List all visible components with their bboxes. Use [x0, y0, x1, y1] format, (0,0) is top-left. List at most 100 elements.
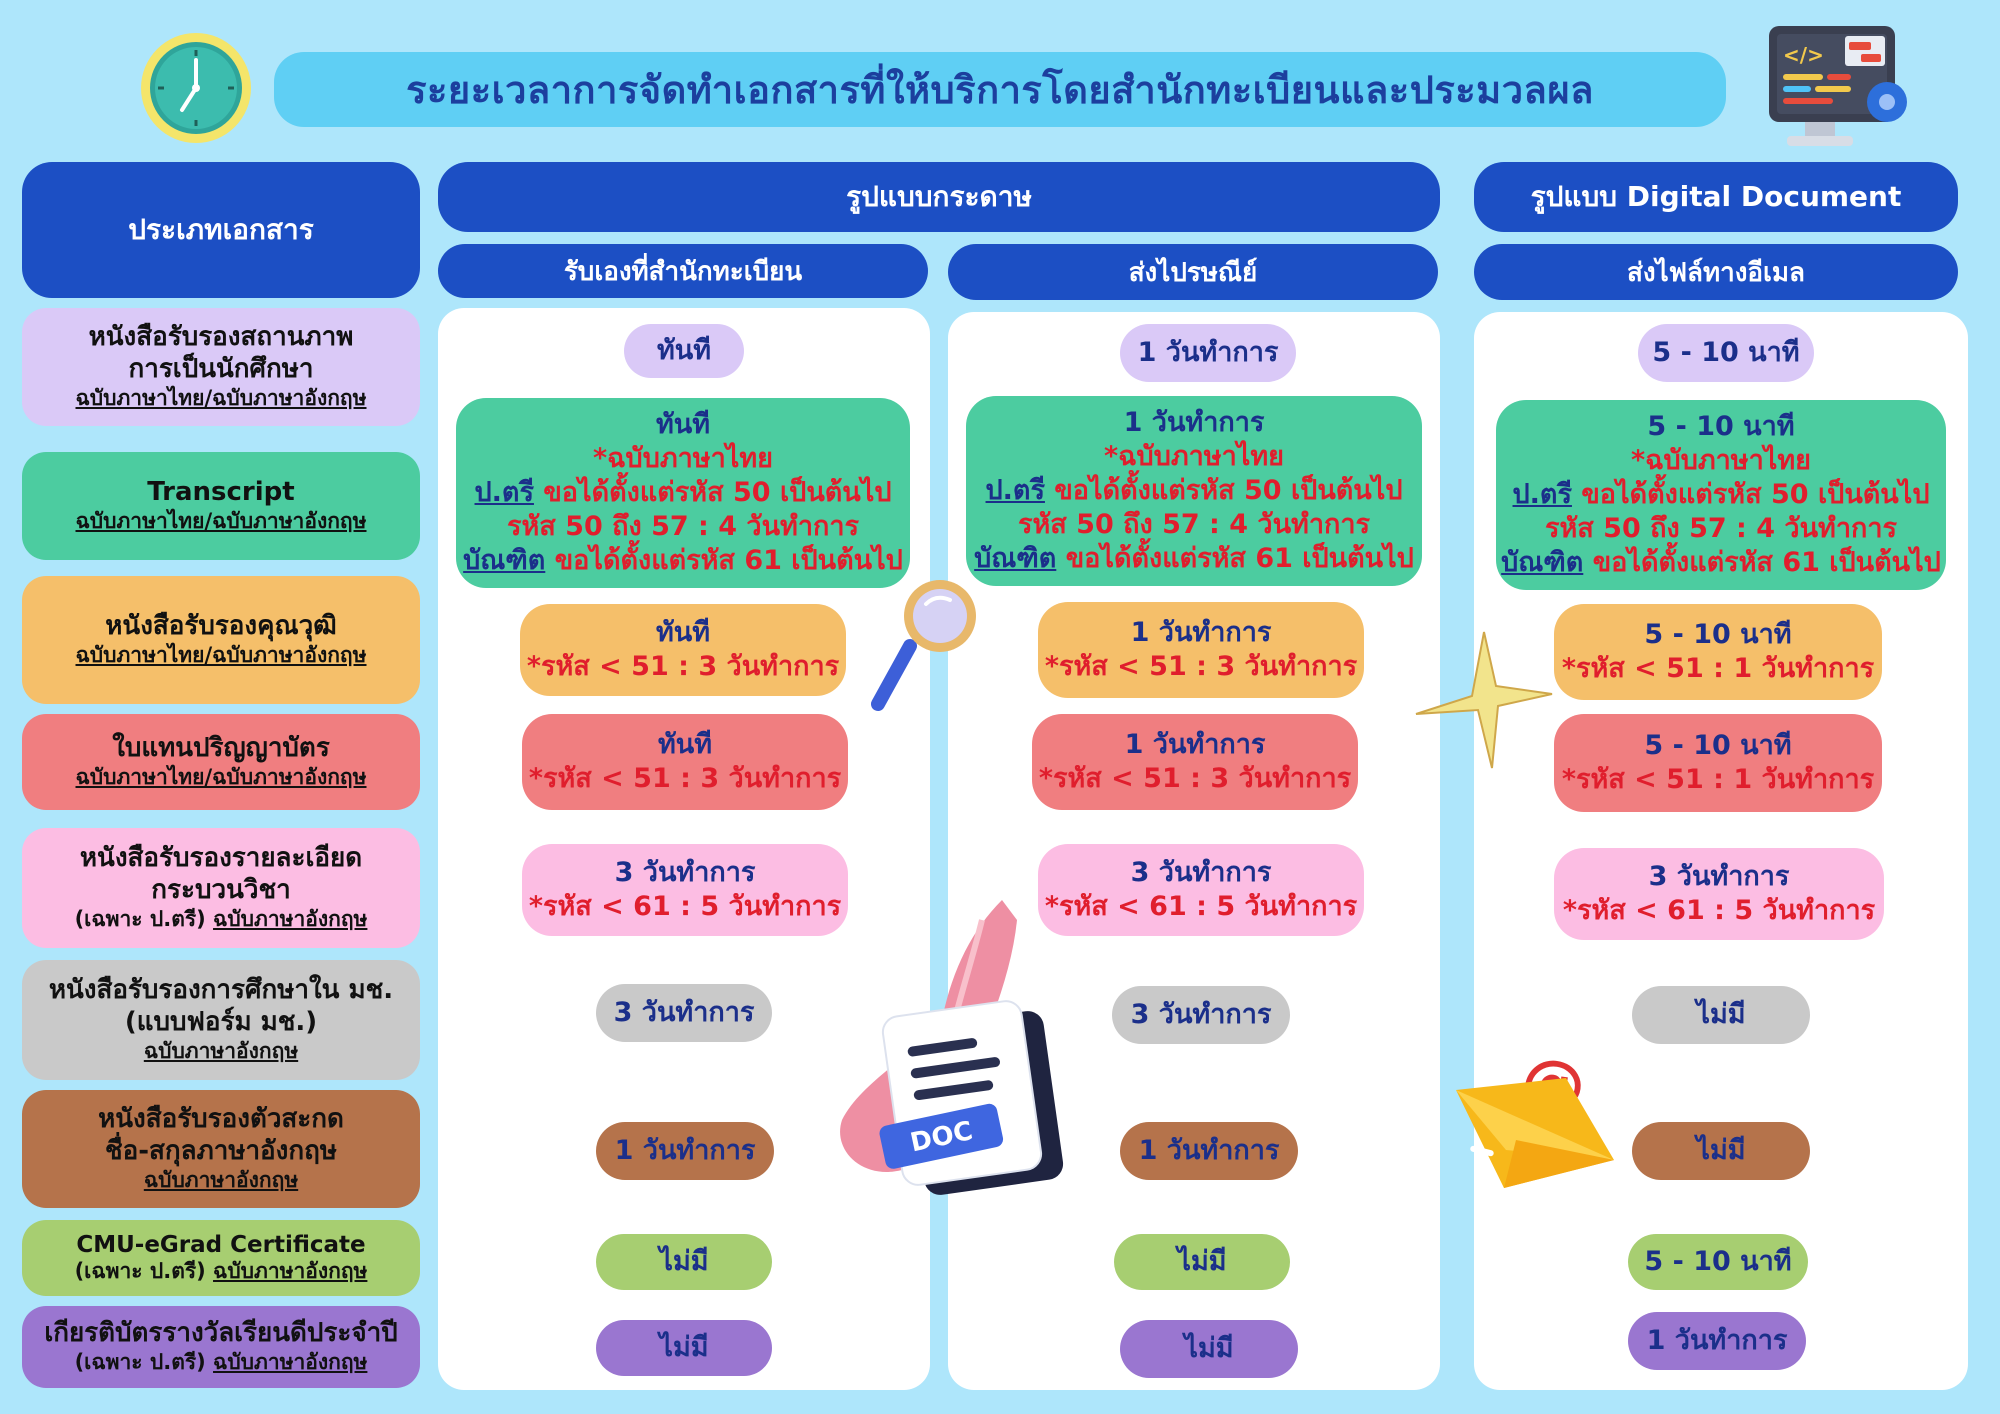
cell-pickup-course-description: 3 วันทำการ*รหัส < 61 : 5 วันทำการ: [522, 844, 848, 936]
row-label-line: CMU-eGrad Certificate: [76, 1232, 366, 1259]
cell-pickup-name-spelling: 1 วันทำการ: [596, 1122, 774, 1180]
cell-pickup-student-status: ทันที: [624, 324, 744, 378]
row-label-sub: ฉบับภาษาอังกฤษ: [213, 906, 368, 931]
cell-note: *รหัส < 51 : 3 วันทำการ: [1038, 763, 1352, 794]
cell-pickup-egrad: ไม่มี: [596, 1234, 772, 1290]
cell-mail-cmu-form: 3 วันทำการ: [1112, 986, 1290, 1044]
cell-text: ไม่มี: [1184, 1332, 1234, 1364]
row-label-line: การเป็นนักศึกษา: [128, 354, 314, 385]
row-label-line: หนังสือรับรองคุณวุฒิ: [105, 611, 337, 642]
row-label-course-description: หนังสือรับรองรายละเอียด กระบวนวิชา (เฉพา…: [22, 828, 420, 948]
row-label-sub: ฉบับภาษาไทย/ฉบับภาษาอังกฤษ: [75, 509, 367, 534]
row-label-line: (แบบฟอร์ม มช.): [124, 1007, 318, 1038]
cell-text: ไม่มี: [1696, 998, 1746, 1030]
cell-note: รหัส 50 ถึง 57 : 4 วันทำการ: [506, 511, 860, 542]
cell-text: 3 วันทำการ: [614, 856, 756, 888]
cell-note: ขอได้ตั้งแต่รหัส 61 เป็นต้นไป: [1583, 547, 1941, 579]
cell-pickup-transcript: ทันที *ฉบับภาษาไทย ป.ตรี ขอได้ตั้งแต่รหั…: [456, 398, 910, 588]
cell-text: 5 - 10 นาที: [1644, 618, 1792, 650]
cell-mail-name-spelling: 1 วันทำการ: [1120, 1122, 1298, 1180]
row-label-sub: ฉบับภาษาอังกฤษ: [143, 1038, 299, 1063]
cell-note: *รหัส < 61 : 5 วันทำการ: [1044, 891, 1358, 922]
cell-text: 1 วันทำการ: [1123, 406, 1265, 438]
row-label-line: เกียรติบัตรรางวัลเรียนดีประจำปี: [44, 1318, 398, 1349]
row-label-sub-prefix: (เฉพาะ ป.ตรี): [74, 1259, 214, 1284]
cell-text: ไม่มี: [1696, 1134, 1746, 1166]
row-label-line: Transcript: [147, 477, 295, 508]
row-label-egrad: CMU-eGrad Certificate (เฉพาะ ป.ตรี) ฉบับ…: [22, 1220, 420, 1296]
cell-text: 3 วันทำการ: [1130, 856, 1272, 888]
cell-email-transcript: 5 - 10 นาที *ฉบับภาษาไทย ป.ตรี ขอได้ตั้ง…: [1496, 400, 1946, 590]
cell-text: 3 วันทำการ: [1648, 860, 1790, 892]
svg-text:</>: </>: [1783, 43, 1824, 67]
cell-email-student-status: 5 - 10 นาที: [1638, 324, 1814, 382]
row-label-sub: ฉบับภาษาอังกฤษ: [213, 1350, 368, 1375]
cell-note: *รหัส < 51 : 1 วันทำการ: [1561, 764, 1875, 795]
cell-text: 5 - 10 นาที: [1652, 336, 1800, 368]
row-label-sub: ฉบับภาษาอังกฤษ: [143, 1167, 299, 1192]
row-label-sub: ฉบับภาษาไทย/ฉบับภาษาอังกฤษ: [75, 765, 367, 790]
row-label-line: ใบแทนปริญญาบัตร: [112, 733, 330, 764]
cell-text: 5 - 10 นาที: [1647, 410, 1795, 442]
cell-note: ขอได้ตั้งแต่รหัส 50 เป็นต้นไป: [1044, 474, 1403, 506]
cell-text: 1 วันทำการ: [614, 1134, 756, 1166]
cell-text: ทันที: [655, 408, 711, 440]
cell-pickup-honor-certificate: ไม่มี: [596, 1320, 772, 1376]
cell-email-egrad: 5 - 10 นาที: [1628, 1234, 1808, 1290]
cell-note-prefix: ป.ตรี: [474, 476, 534, 508]
row-label-sub: ฉบับภาษาอังกฤษ: [213, 1259, 368, 1284]
cell-note: ขอได้ตั้งแต่รหัส 50 เป็นต้นไป: [1571, 478, 1930, 510]
cell-mail-student-status: 1 วันทำการ: [1120, 324, 1296, 382]
cell-mail-qualification: 1 วันทำการ*รหัส < 51 : 3 วันทำการ: [1038, 602, 1364, 698]
cell-note: ขอได้ตั้งแต่รหัส 50 เป็นต้นไป: [533, 476, 892, 508]
cell-email-cmu-form: ไม่มี: [1632, 986, 1810, 1044]
cell-mail-course-description: 3 วันทำการ*รหัส < 61 : 5 วันทำการ: [1038, 844, 1364, 936]
cell-mail-egrad: ไม่มี: [1114, 1234, 1290, 1290]
cell-mail-degree-substitute: 1 วันทำการ*รหัส < 51 : 3 วันทำการ: [1032, 714, 1358, 810]
header-pickup: รับเองที่สำนักทะเบียน: [438, 244, 928, 298]
cell-text: ทันที: [656, 334, 712, 366]
cell-email-course-description: 3 วันทำการ*รหัส < 61 : 5 วันทำการ: [1554, 848, 1884, 940]
cell-note: *ฉบับภาษาไทย: [1631, 444, 1811, 476]
cell-note-prefix: ป.ตรี: [985, 474, 1045, 506]
cell-text: 3 วันทำการ: [1130, 998, 1272, 1030]
cell-text: 5 - 10 นาที: [1644, 729, 1792, 761]
header-email: ส่งไฟล์ทางอีเมล: [1474, 244, 1958, 300]
computer-code-icon: </>: [1769, 26, 1907, 146]
title-bar: ระยะเวลาการจัดทำเอกสารที่ให้บริการโดยสำน…: [274, 52, 1726, 127]
row-label-sub: ฉบับภาษาไทย/ฉบับภาษาอังกฤษ: [75, 643, 367, 668]
cell-pickup-degree-substitute: ทันที*รหัส < 51 : 3 วันทำการ: [522, 714, 848, 810]
header-doc-type: ประเภทเอกสาร: [22, 162, 420, 298]
cell-note: ขอได้ตั้งแต่รหัส 61 เป็นต้นไป: [1056, 543, 1414, 575]
header-paper: รูปแบบกระดาษ: [438, 162, 1440, 232]
row-label-cmu-form: หนังสือรับรองการศึกษาใน มช. (แบบฟอร์ม มช…: [22, 960, 420, 1080]
cell-note: *รหัส < 51 : 3 วันทำการ: [528, 763, 842, 794]
cell-mail-honor-certificate: ไม่มี: [1120, 1320, 1298, 1378]
cell-note: *รหัส < 51 : 1 วันทำการ: [1561, 653, 1875, 684]
cell-text: ทันที: [655, 616, 711, 648]
cell-text: 1 วันทำการ: [1646, 1324, 1788, 1356]
cell-text: 3 วันทำการ: [613, 996, 755, 1028]
row-label-transcript: Transcript ฉบับภาษาไทย/ฉบับภาษาอังกฤษ: [22, 452, 420, 560]
row-label-sub: ฉบับภาษาไทย/ฉบับภาษาอังกฤษ: [75, 385, 367, 410]
cell-email-honor-certificate: 1 วันทำการ: [1628, 1312, 1806, 1370]
row-label-name-spelling: หนังสือรับรองตัวสะกด ชื่อ-สกุลภาษาอังกฤษ…: [22, 1090, 420, 1208]
row-label-line: หนังสือรับรองการศึกษาใน มช.: [48, 975, 394, 1006]
cell-note: *ฉบับภาษาไทย: [593, 442, 773, 474]
cell-note: *รหัส < 51 : 3 วันทำการ: [1044, 651, 1358, 682]
cell-text: 5 - 10 นาที: [1644, 1245, 1792, 1277]
header-mail: ส่งไปรษณีย์: [948, 244, 1438, 300]
row-label-line: หนังสือรับรองตัวสะกด: [98, 1104, 344, 1135]
cell-email-qualification: 5 - 10 นาที*รหัส < 51 : 1 วันทำการ: [1554, 604, 1882, 700]
header-digital: รูปแบบ Digital Document: [1474, 162, 1958, 232]
cell-note-prefix: บัณฑิต: [974, 543, 1057, 575]
cell-note: รหัส 50 ถึง 57 : 4 วันทำการ: [1017, 509, 1371, 540]
cell-text: ไม่มี: [1177, 1245, 1227, 1277]
cell-note-prefix: บัณฑิต: [1501, 547, 1584, 579]
cell-text: 1 วันทำการ: [1137, 336, 1279, 368]
cell-text: 1 วันทำการ: [1138, 1134, 1280, 1166]
cell-note: ขอได้ตั้งแต่รหัส 61 เป็นต้นไป: [545, 545, 903, 577]
cell-note-prefix: บัณฑิต: [463, 545, 546, 577]
row-label-line: กระบวนวิชา: [151, 875, 291, 906]
cell-mail-transcript: 1 วันทำการ *ฉบับภาษาไทย ป.ตรี ขอได้ตั้งแ…: [966, 396, 1422, 586]
